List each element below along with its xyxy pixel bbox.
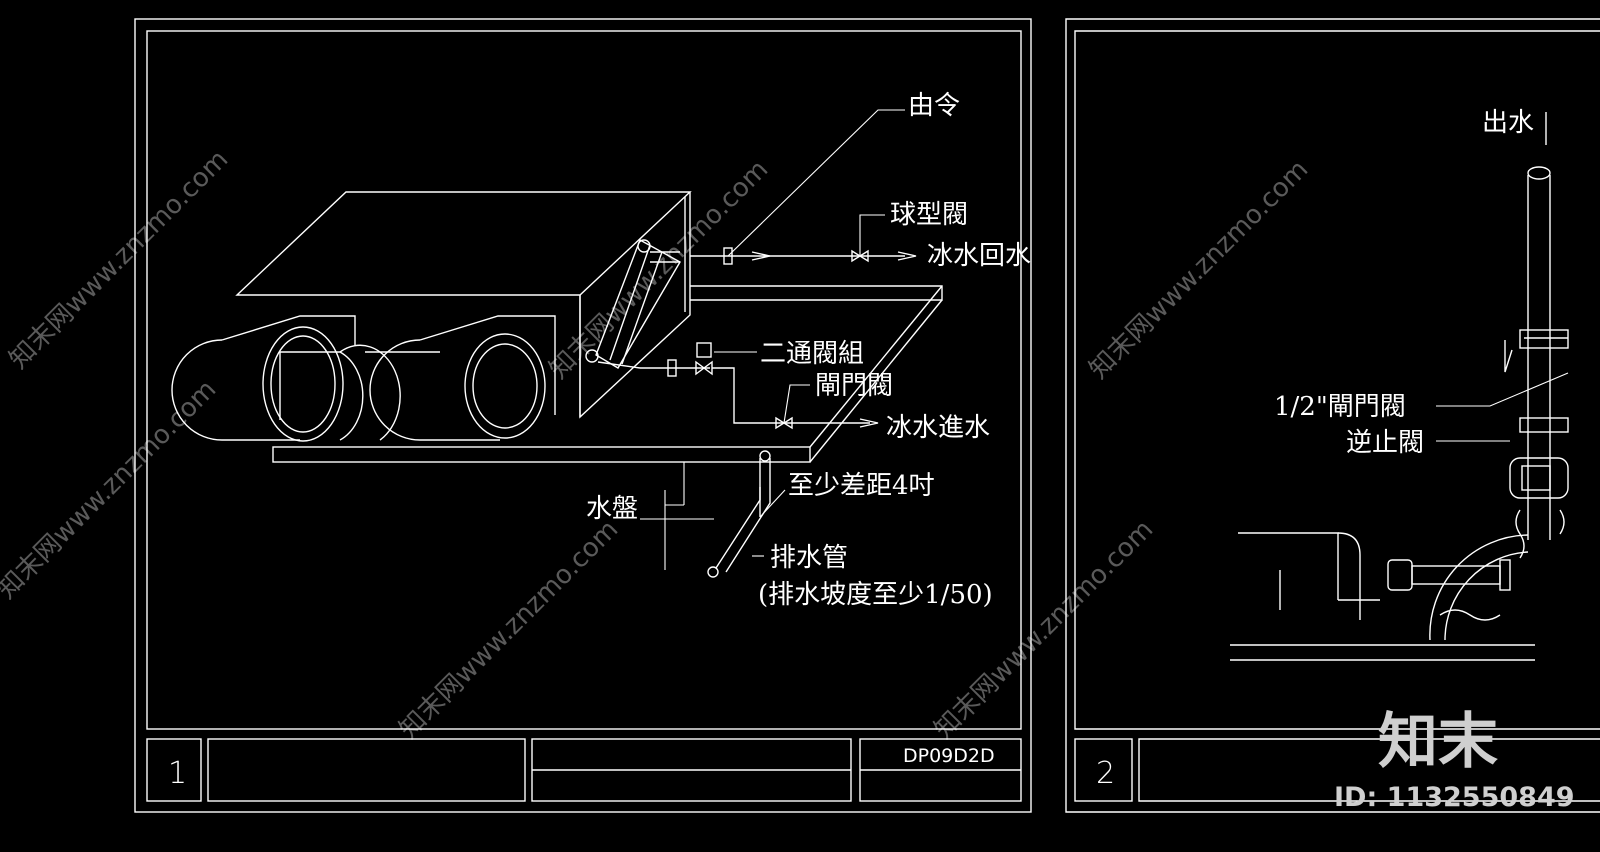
watermark-logo-text: 知末 (1378, 707, 1498, 777)
blower-housing-2 (339, 315, 556, 441)
sheet-2 (1065, 18, 1600, 813)
watermark-text: 知末网www.znzmo.com (4, 144, 235, 375)
leader-lines (640, 109, 905, 570)
watermark-text: 知末网www.znzmo.com (929, 514, 1160, 745)
label-gate-valve: 閘門閥 (815, 371, 893, 401)
sheet-inner-frame (146, 30, 1022, 730)
watermark-id-text: ID: 1132550849 (1334, 782, 1575, 813)
watermark-text: 知末网www.znzmo.com (0, 374, 222, 605)
label-ball-valve: 球型閥 (890, 200, 968, 230)
chw-supply-pipe (585, 342, 879, 430)
title-block (146, 738, 1022, 802)
watermark-layer: 知末网www.znzmo.com 知末网www.znzmo.com 知末网www… (0, 144, 1314, 745)
pump-assembly (1230, 532, 1535, 661)
label-half-inch-gate-valve: 1/2"閘門閥 (1274, 392, 1406, 422)
label-union: 由令 (908, 91, 960, 121)
title-block-code: DP09D2D (903, 745, 995, 767)
title-block-number: 2 (1096, 756, 1115, 791)
sheet-2-labels: 出水 1/2"閘門閥 逆止閥 2 (1096, 108, 1534, 791)
leader-lines (1436, 372, 1569, 442)
sheet-1-labels: 由令 球型閥 冰水回水 二通閥組 閘門閥 冰水進水 至少差距4吋 水盤 排水管 … (168, 91, 1031, 791)
label-drain-pipe: 排水管 (770, 543, 848, 573)
label-drain-slope: (排水坡度至少1/50) (758, 580, 993, 610)
riser-pipe (1504, 112, 1569, 559)
watermark-logo: 知末 ID: 1132550849 (1334, 707, 1575, 813)
sheet-outer-frame (134, 18, 1032, 813)
watermark-text: 知末网www.znzmo.com (544, 154, 775, 385)
sheet-inner-frame (1074, 30, 1600, 730)
drain-pan (272, 285, 943, 463)
label-two-way-valve: 二通閥組 (760, 339, 864, 369)
label-outlet: 出水 (1482, 108, 1534, 138)
drain-pipe (707, 450, 771, 578)
title-block (1074, 738, 1600, 802)
label-check-valve: 逆止閥 (1346, 428, 1424, 458)
label-drain-pan: 水盤 (586, 494, 638, 524)
watermark-text: 知末网www.znzmo.com (394, 514, 625, 745)
label-chw-return: 冰水回水 (927, 241, 1031, 271)
title-block-number: 1 (168, 756, 187, 791)
chw-return-pipe (637, 239, 917, 265)
sheet-1 (134, 18, 1032, 813)
label-min-gap: 至少差距4吋 (788, 471, 935, 501)
label-chw-supply: 冰水進水 (886, 413, 990, 443)
fcu-coil (595, 238, 681, 369)
fcu-top-panel (235, 191, 692, 296)
watermark-text: 知末网www.znzmo.com (1084, 154, 1315, 385)
sheet-outer-frame (1065, 18, 1600, 813)
blower-housing-1 (171, 315, 364, 442)
